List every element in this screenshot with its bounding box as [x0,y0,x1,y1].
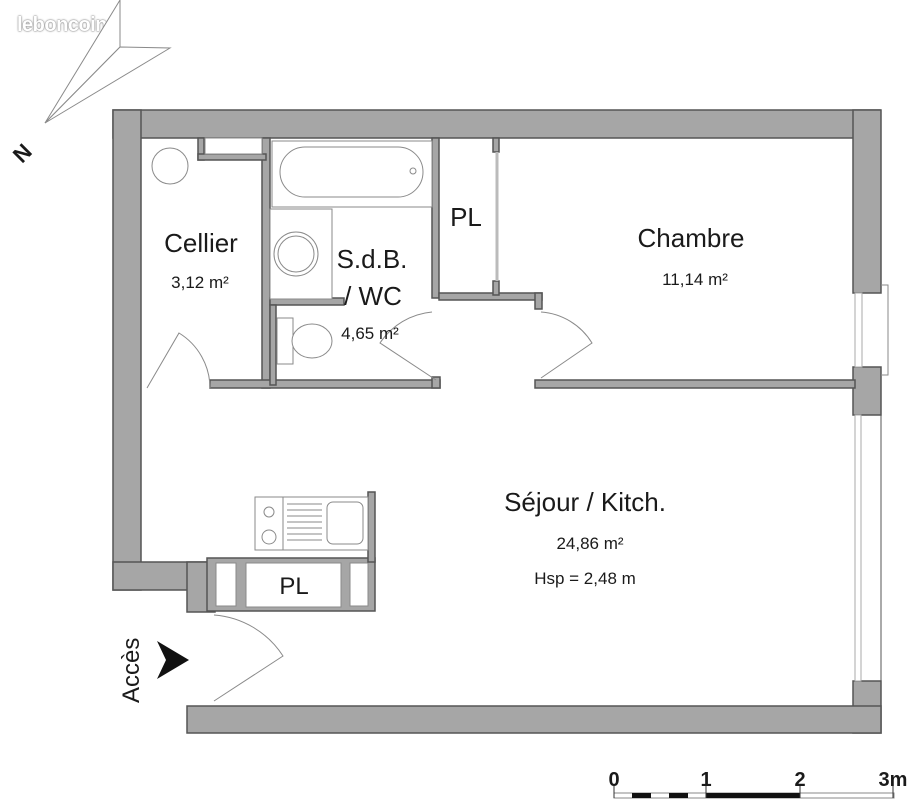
toilet-icon [291,323,333,359]
room-name-sejour: Séjour / Kitch. [504,487,666,517]
room-area-sdb: 4,65 m² [341,324,399,343]
room-name-cellier: Cellier [164,228,238,258]
room-labels: Cellier 3,12 m² S.d.B. / WC 4,65 m² PL C… [164,202,744,600]
water-heater-icon [151,147,189,185]
scale-bar: 0 1 2 3m [608,769,908,799]
ceiling-height: Hsp = 2,48 m [534,569,636,588]
scale-tick-1: 1 [700,769,711,791]
room-name-sdb: S.d.B. [337,244,408,274]
room-name-wc: / WC [344,281,402,311]
room-area-sejour: 24,86 m² [556,534,623,553]
entrance-label: Accès [118,638,145,703]
north-label: N [8,139,37,168]
scale-tick-3: 3m [879,769,908,791]
room-name-chambre: Chambre [638,223,745,253]
exterior-walls [112,109,882,734]
bathtub-icon [279,146,424,198]
scale-tick-2: 2 [794,769,805,791]
scale-tick-0: 0 [608,769,619,791]
room-area-cellier: 3,12 m² [171,273,229,292]
room-area-chambre: 11,14 m² [662,270,728,289]
doors [146,311,593,702]
windows [495,152,889,682]
compass-icon [44,0,172,124]
interior-walls [197,137,856,612]
watermark-logo: leboncoin [17,14,107,36]
room-name-closet-pl: PL [450,202,482,232]
fixtures [151,140,433,551]
room-name-kitchen-pl: PL [279,573,308,600]
entrance-arrow-icon [157,641,189,679]
